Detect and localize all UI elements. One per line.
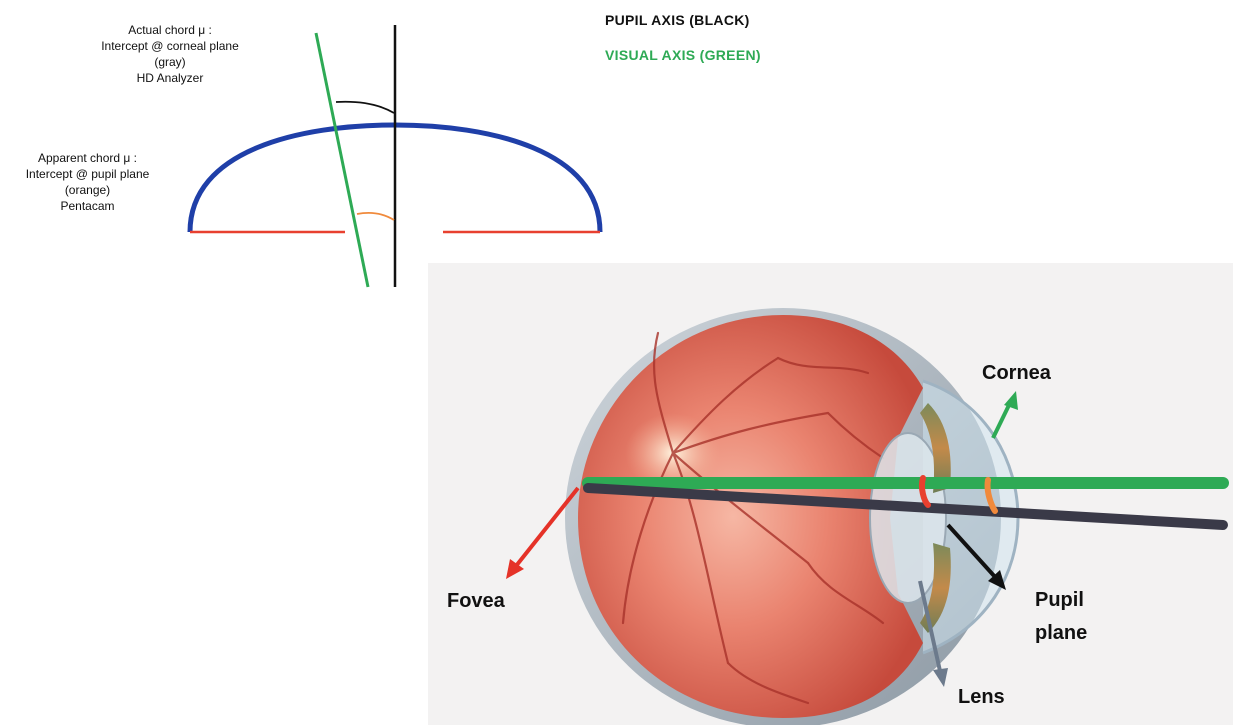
actual-chord-intercept: Intercept @ corneal plane — [70, 38, 270, 54]
actual-chord-color: (gray) — [70, 54, 270, 70]
actual-chord-title: Actual chord μ : — [70, 22, 270, 38]
apparent-chord-arc — [357, 213, 394, 220]
apparent-chord-intercept: Intercept @ pupil plane — [0, 166, 175, 182]
visual-axis-legend: VISUAL AXIS (GREEN) — [605, 47, 761, 63]
cornea-label: Cornea — [982, 362, 1051, 384]
actual-chord-arc — [336, 102, 394, 113]
eye-illustration — [428, 263, 1233, 725]
pupil-axis-legend: PUPIL AXIS (BLACK) — [605, 12, 750, 28]
visual-axis-line — [316, 33, 368, 287]
apparent-chord-title: Apparent chord μ : — [0, 150, 175, 166]
lens-label: Lens — [958, 686, 1005, 708]
actual-chord-note: Actual chord μ : Intercept @ corneal pla… — [70, 22, 270, 86]
eye-illustration-panel — [428, 263, 1233, 725]
pupil-plane-label-line2: plane — [1035, 622, 1087, 644]
apparent-chord-color: (orange) — [0, 182, 175, 198]
cornea-arrow — [993, 391, 1018, 438]
fovea-label: Fovea — [447, 590, 505, 612]
apparent-chord-device: Pentacam — [0, 198, 175, 214]
actual-chord-device: HD Analyzer — [70, 70, 270, 86]
pupil-plane-label-line1: Pupil — [1035, 589, 1084, 611]
apparent-chord-note: Apparent chord μ : Intercept @ pupil pla… — [0, 150, 175, 214]
